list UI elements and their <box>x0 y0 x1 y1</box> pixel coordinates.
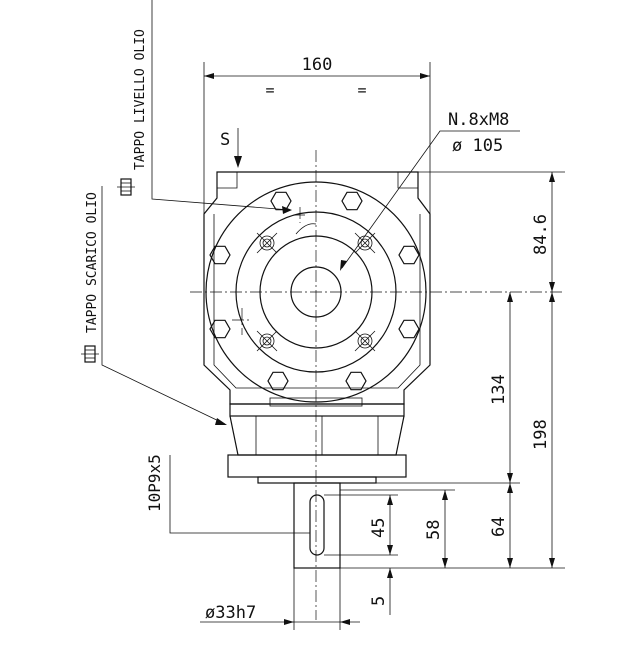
threaded-holes <box>256 232 376 352</box>
label-dim-134: 134 <box>489 374 509 405</box>
mounting-foot <box>227 454 407 478</box>
label-key-spec: 10P9x5 <box>145 454 164 512</box>
oil-drain-leader <box>101 186 226 425</box>
threaded-hole-4 <box>354 330 376 352</box>
hex-bolts <box>209 191 420 391</box>
label-dim-45: 45 <box>369 518 389 538</box>
label-dim-5: 5 <box>369 596 389 606</box>
center-lines <box>190 150 565 620</box>
hex-bolt-4 <box>398 245 420 265</box>
oil-drain-arrowhead <box>215 418 227 425</box>
oil-level-leader <box>151 0 291 211</box>
oil-level-plug-icon <box>117 178 135 196</box>
leaders <box>101 0 520 534</box>
section-arrow-head <box>234 156 242 168</box>
oil-drain-plug-icon <box>81 345 99 363</box>
label-dim-198: 198 <box>531 419 551 450</box>
label-equal-left: = <box>265 81 274 99</box>
label-bolt-spec: N.8xM8 <box>448 110 509 130</box>
text-labels: 160 = = S N.8xM8 ø 105 TAPPO LIVELLO OLI… <box>85 29 551 623</box>
label-dim-58: 58 <box>424 520 444 540</box>
housing-corner-left <box>216 172 238 189</box>
housing-inner-rim <box>213 214 421 389</box>
bolt-spec-arrowhead <box>340 260 347 271</box>
threaded-hole-3 <box>256 330 278 352</box>
output-shaft <box>293 482 341 569</box>
hex-bolt-3 <box>209 245 231 265</box>
gearbox-housing <box>203 171 431 405</box>
lower-flange-lip <box>269 397 363 407</box>
hex-bolt-1 <box>270 191 292 211</box>
hex-bolt-5 <box>209 319 231 339</box>
level-plug-position <box>295 207 305 223</box>
threaded-hole-1 <box>256 232 278 254</box>
oil-level-arrowhead <box>282 206 292 214</box>
label-dim-64: 64 <box>489 517 509 537</box>
label-section-s: S <box>220 130 230 150</box>
housing-corner-right <box>397 172 419 189</box>
inner-ring-outer <box>235 211 397 373</box>
key-spec-leader <box>169 455 310 534</box>
label-oil-level-plug: TAPPO LIVELLO OLIO <box>133 29 148 170</box>
key-slot <box>309 494 325 556</box>
hex-bolt-2 <box>341 191 363 211</box>
pilot-spigot <box>257 476 377 484</box>
label-equal-right: = <box>357 81 366 99</box>
shaft-body <box>293 482 341 569</box>
hex-bolt-6 <box>398 319 420 339</box>
inner-ring-middle <box>259 235 373 349</box>
label-dim-84-6: 84.6 <box>531 214 551 255</box>
hex-bolt-7 <box>267 371 289 391</box>
lower-housing <box>227 397 407 484</box>
drain-plug-position <box>232 308 252 335</box>
output-bore <box>290 266 342 318</box>
label-shaft-diameter: ø33h7 <box>205 603 256 623</box>
lower-flange-band <box>229 403 405 417</box>
bolt-spec-leader <box>341 130 520 269</box>
label-bolt-circle: ø 105 <box>452 136 503 156</box>
internal-arc-detail <box>295 223 317 235</box>
hex-bolt-8 <box>345 371 367 391</box>
label-width-160: 160 <box>302 55 333 75</box>
label-oil-drain-plug: TAPPO SCARICO OLIO <box>85 192 100 333</box>
housing-flange-circle <box>205 181 427 403</box>
dimension-lines <box>200 62 565 630</box>
oil-plug-icons <box>81 178 135 363</box>
internal-details <box>232 207 317 335</box>
